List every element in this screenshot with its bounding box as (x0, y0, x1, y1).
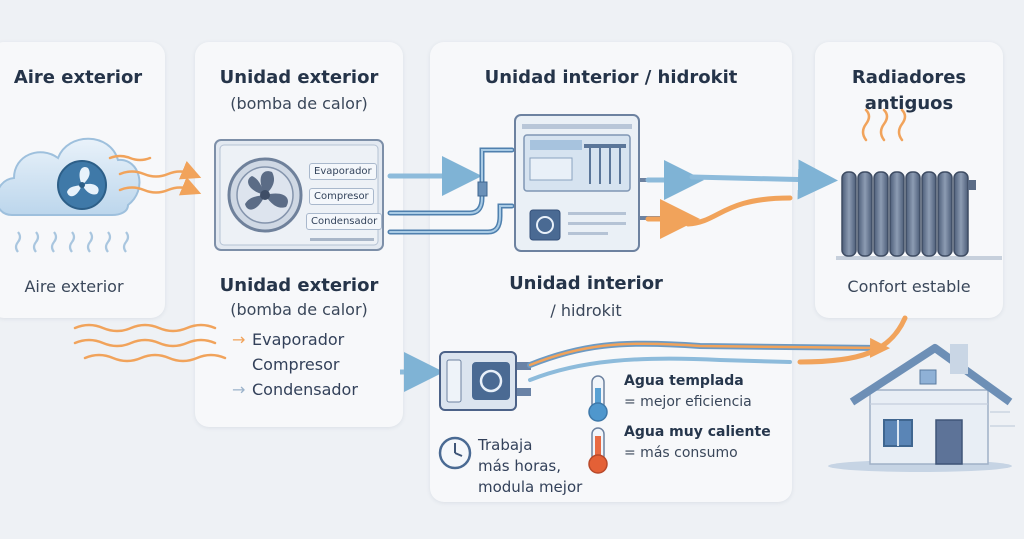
hot-water-title: Agua muy caliente (624, 424, 771, 440)
indoor-unit-icon (514, 114, 670, 252)
list-compresor: Compresor (252, 355, 340, 374)
radiators-title-line1: Radiadores (851, 67, 967, 88)
thermometer-hot-icon (588, 427, 608, 474)
cloud-fan-icon (0, 137, 141, 216)
list-evaporador: Evaporador (252, 330, 345, 349)
thermometer-warm-icon (588, 375, 608, 422)
warm-air-waves-bottom (73, 323, 227, 363)
refrigerant-pipes (387, 147, 515, 235)
water-flow-arrows (645, 159, 838, 239)
outdoor-air-caption: Aire exterior (24, 277, 124, 296)
warm-water-title: Agua templada (624, 373, 744, 389)
radiators-caption: Confort estable (847, 277, 971, 296)
works-line-3: modula mejor (478, 478, 583, 496)
radiator-icon (836, 108, 1002, 260)
house-icon (828, 344, 1015, 472)
radiators-title-line2: antiguos (864, 93, 954, 114)
warm-air-waves-top (108, 154, 202, 196)
indoor-unit-caption-line2: / hidrokit (550, 301, 622, 320)
indoor-unit-caption-line1: Unidad interior (509, 273, 663, 294)
flow-to-house (527, 315, 908, 382)
outdoor-unit-caption-title: Unidad exterior (219, 275, 379, 296)
hot-water-text: = más consumo (624, 445, 738, 461)
outdoor-unit-subtitle: (bomba de calor) (230, 94, 368, 113)
tag-evaporador: Evaporador (309, 163, 377, 180)
list-condensador: Condensador (252, 380, 358, 399)
works-line-1: Trabaja (478, 436, 533, 454)
outdoor-air-title: Aire exterior (13, 67, 143, 88)
list-arrow-3: → (232, 380, 246, 399)
tag-compresor: Compresor (309, 188, 374, 205)
outdoor-unit-caption-subtitle: (bomba de calor) (230, 300, 368, 319)
clock-icon (438, 436, 472, 470)
outdoor-unit-title: Unidad exterior (219, 67, 379, 88)
tag-condensador: Condensador (306, 213, 383, 230)
list-arrow-1: → (232, 330, 246, 349)
compressor-unit-icon (439, 351, 531, 411)
works-line-2: más horas, (478, 457, 562, 475)
indoor-unit-title: Unidad interior / hidrokit (484, 67, 738, 88)
warm-water-text: = mejor eficiencia (624, 394, 752, 410)
cold-air-waves-icon (14, 231, 130, 253)
